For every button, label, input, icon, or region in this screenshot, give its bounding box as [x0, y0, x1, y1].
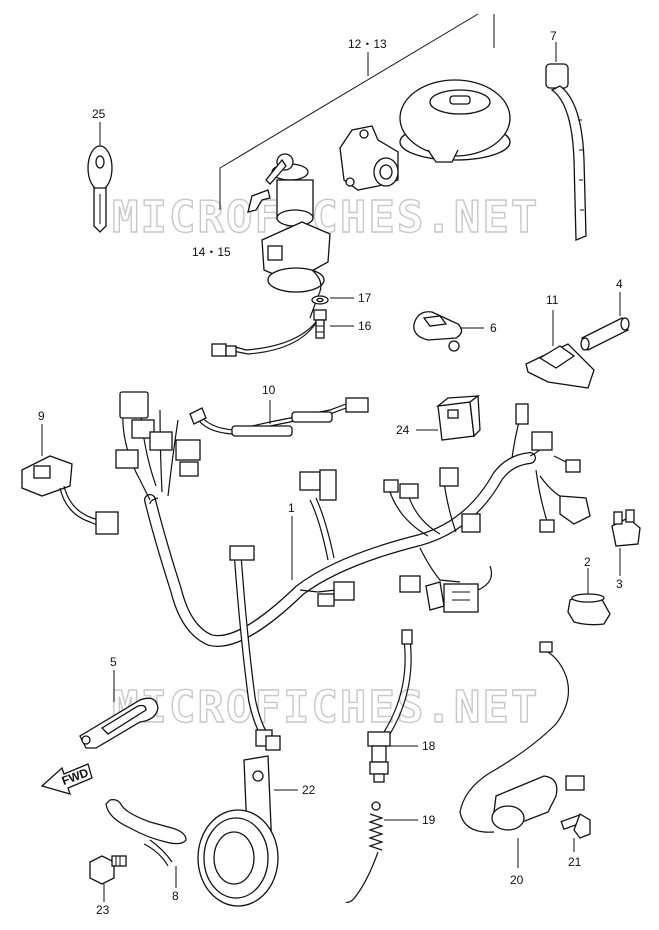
callout-22: 22 [302, 783, 316, 797]
side-stand-switch[interactable] [459, 641, 585, 833]
screw-16[interactable] [313, 309, 327, 339]
wire-clamp[interactable] [105, 799, 187, 867]
horn[interactable] [197, 755, 279, 907]
callout-2: 2 [584, 555, 591, 569]
callout-16: 16 [358, 319, 372, 333]
switch-spring[interactable] [345, 801, 384, 903]
seat-lock[interactable] [339, 125, 399, 191]
key[interactable] [87, 145, 113, 233]
switch-screw[interactable] [560, 813, 591, 839]
fwd-arrow-icon: FWD [40, 763, 93, 795]
fuse[interactable] [580, 317, 630, 351]
callout-5: 5 [110, 655, 117, 669]
cable-tie[interactable] [545, 63, 587, 241]
callout-12-13: 12・13 [348, 37, 387, 51]
main-wiring-harness[interactable] [115, 391, 591, 751]
fuse-holder[interactable] [525, 343, 595, 389]
neutral-switch[interactable] [367, 629, 413, 783]
callout-18: 18 [422, 739, 436, 753]
callout-19: 19 [422, 813, 436, 827]
fuel-cap[interactable] [399, 79, 511, 163]
callout-9: 9 [38, 409, 45, 423]
ignition-lead[interactable] [211, 319, 319, 357]
callout-10: 10 [262, 383, 276, 397]
callout-7: 7 [550, 29, 557, 43]
terminal-clip[interactable] [611, 509, 641, 547]
callout-3: 3 [616, 577, 623, 591]
ignition-switch[interactable] [247, 153, 331, 319]
starter-relay[interactable] [435, 394, 481, 441]
callout-24: 24 [396, 423, 410, 437]
callout-23: 23 [96, 903, 110, 917]
harness-bracket[interactable] [79, 697, 159, 749]
callout-1: 1 [288, 501, 295, 515]
watermark-bottom: MICROFICHES.NET [112, 682, 539, 733]
horn-bolt[interactable] [89, 855, 127, 885]
callout-11: 11 [546, 293, 559, 307]
callout-20: 20 [510, 873, 524, 887]
callout-6: 6 [490, 321, 497, 335]
callout-14-15: 14・15 [192, 245, 231, 259]
callout-21: 21 [568, 855, 582, 869]
callout-4: 4 [616, 277, 623, 291]
sub-harness[interactable] [189, 397, 369, 437]
callout-25: 25 [92, 107, 106, 121]
rubber-cap[interactable] [567, 593, 611, 626]
ignition-switch-group[interactable] [211, 13, 511, 357]
diode-connector[interactable] [21, 455, 119, 535]
callout-17: 17 [358, 291, 372, 305]
callout-8: 8 [172, 889, 179, 903]
washer[interactable] [311, 295, 329, 305]
turn-signal-relay[interactable] [413, 311, 463, 352]
